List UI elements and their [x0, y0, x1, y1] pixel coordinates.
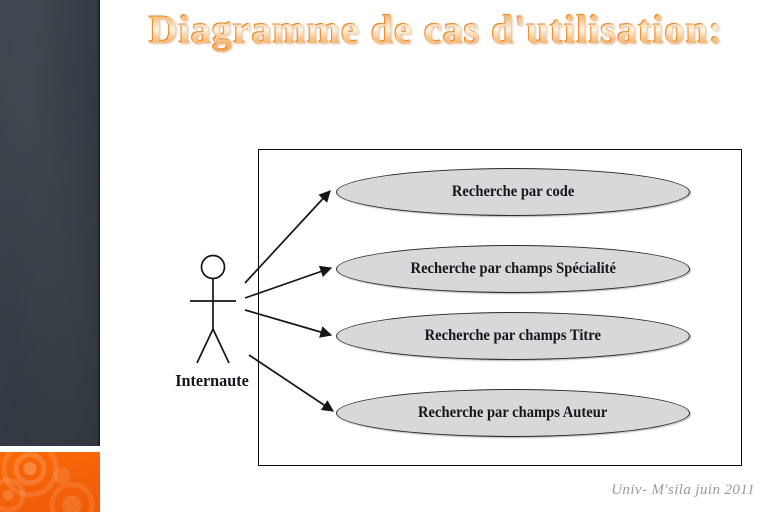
left-dark-panel — [0, 0, 100, 446]
use-case-label-2: Recherche par champs Spécialité — [410, 260, 616, 277]
use-case-label-3: Recherche par champs Titre — [424, 327, 602, 344]
actor-label-internaute: Internaute — [175, 371, 249, 390]
use-case-label-1: Recherche par code — [451, 183, 575, 200]
use-case-label-4: Recherche par champs Auteur — [418, 404, 608, 421]
use-case-ellipse-3[interactable]: Recherche par champs Titre — [336, 312, 690, 360]
actor-internaute — [190, 254, 236, 364]
system-boundary-frame — [258, 149, 742, 466]
use-case-ellipse-4[interactable]: Recherche par champs Auteur — [336, 389, 690, 437]
page-title: Diagramme de cas d'utilisation: — [110, 4, 762, 60]
use-case-ellipse-1[interactable]: Recherche par code — [336, 168, 690, 216]
footer-credit: Univ- M'sila juin 2011 — [611, 482, 755, 498]
use-case-ellipse-2[interactable]: Recherche par champs Spécialité — [336, 245, 690, 293]
left-orange-panel — [0, 452, 100, 512]
